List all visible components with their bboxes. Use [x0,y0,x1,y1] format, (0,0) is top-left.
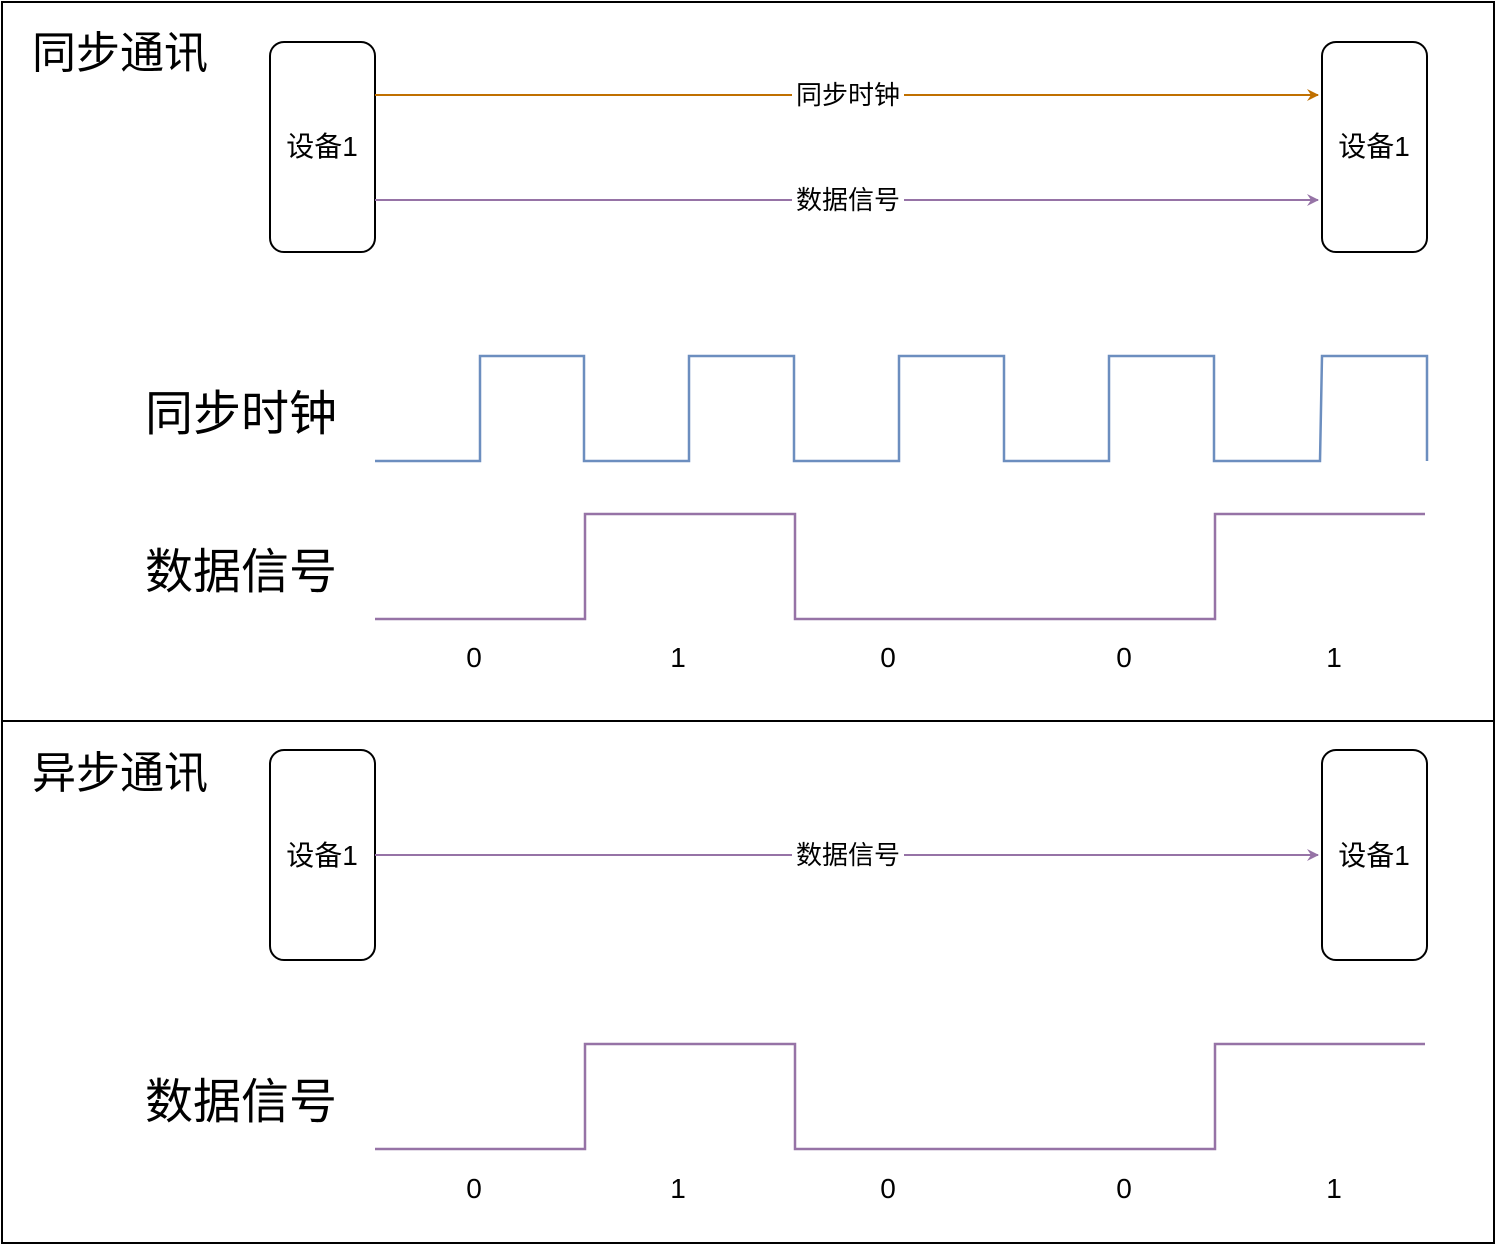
sync-bit-label: 1 [670,642,686,673]
sync-bit-label: 1 [1326,642,1342,673]
async-bit-label: 1 [670,1173,686,1204]
async-device-right: 设备1 [1321,749,1428,961]
async-bit-label: 1 [1326,1173,1342,1204]
async-data-arrow-label: 数据信号 [796,840,900,870]
async-device-right-label: 设备1 [1338,840,1410,871]
async-section-frame [1,720,1495,1244]
sync-clock-arrow-label: 同步时钟 [796,80,900,110]
sync-data-arrow-label: 数据信号 [796,185,900,215]
sync-data-arrow: 数据信号 [375,185,1319,215]
sync-clock-waveform [375,354,1429,463]
sync-bit-label: 0 [466,642,482,673]
sync-clock-arrow: 同步时钟 [375,80,1319,110]
sync-device-right-label: 设备1 [1338,131,1410,162]
async-data-arrow: 数据信号 [375,840,1319,870]
sync-device-right: 设备1 [1321,41,1428,253]
async-bit-label: 0 [466,1173,482,1204]
sync-data-waveform [375,512,1425,621]
async-data-waveform [375,1042,1425,1151]
async-device-left-label: 设备1 [286,840,358,871]
sync-device-left: 设备1 [269,41,376,253]
async-bit-labels: 0 1 0 0 1 [466,1173,1342,1204]
sync-data-row-label: 数据信号 [145,544,337,600]
async-section-title: 异步通讯 [32,748,208,799]
sync-bit-labels: 0 1 0 0 1 [466,642,1342,673]
sync-bit-label: 0 [880,642,896,673]
sync-clock-row-label: 同步时钟 [145,386,337,442]
sync-section-frame [1,1,1495,722]
sync-bit-label: 0 [1116,642,1132,673]
async-bit-label: 0 [880,1173,896,1204]
sync-device-left-label: 设备1 [286,131,358,162]
async-device-left: 设备1 [269,749,376,961]
sync-section-title: 同步通讯 [32,28,208,79]
async-data-row-label: 数据信号 [145,1074,337,1130]
async-bit-label: 0 [1116,1173,1132,1204]
